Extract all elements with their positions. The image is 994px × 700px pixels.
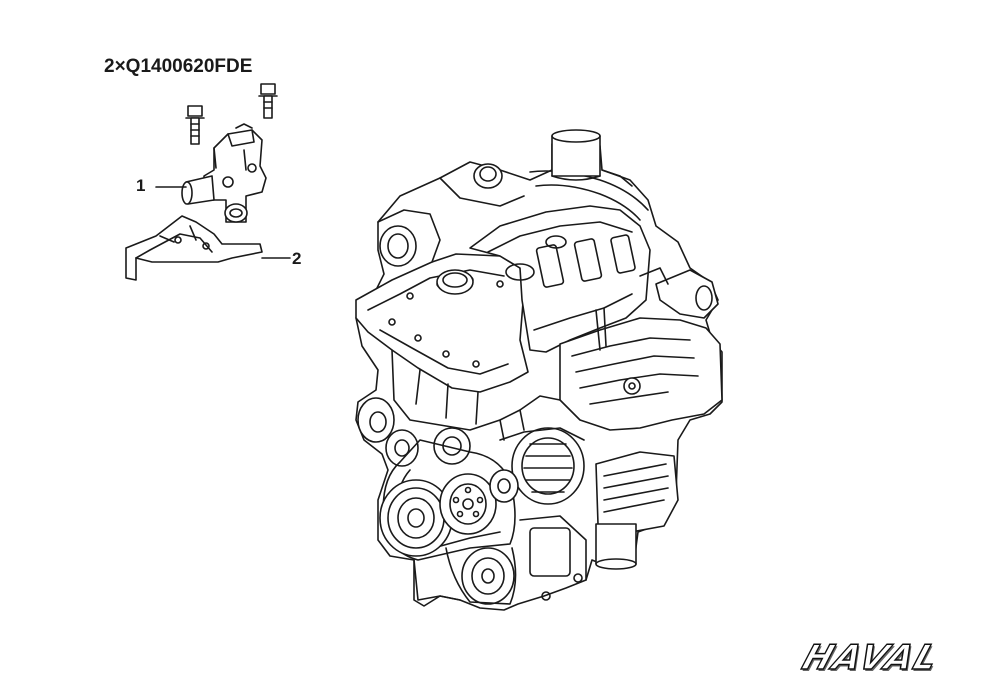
engine-assembly [355, 129, 723, 611]
part-1-thermostat-housing [155, 123, 267, 223]
bolt-left [185, 105, 205, 145]
part-2-bracket [125, 215, 291, 281]
callout-number-1: 1 [136, 176, 146, 195]
bolt-right [258, 83, 278, 119]
callout-number-2: 2 [292, 249, 302, 268]
fastener-part-number-label: 2×Q1400620FDE [104, 56, 253, 77]
haval-logo: HAVAL [797, 637, 946, 679]
